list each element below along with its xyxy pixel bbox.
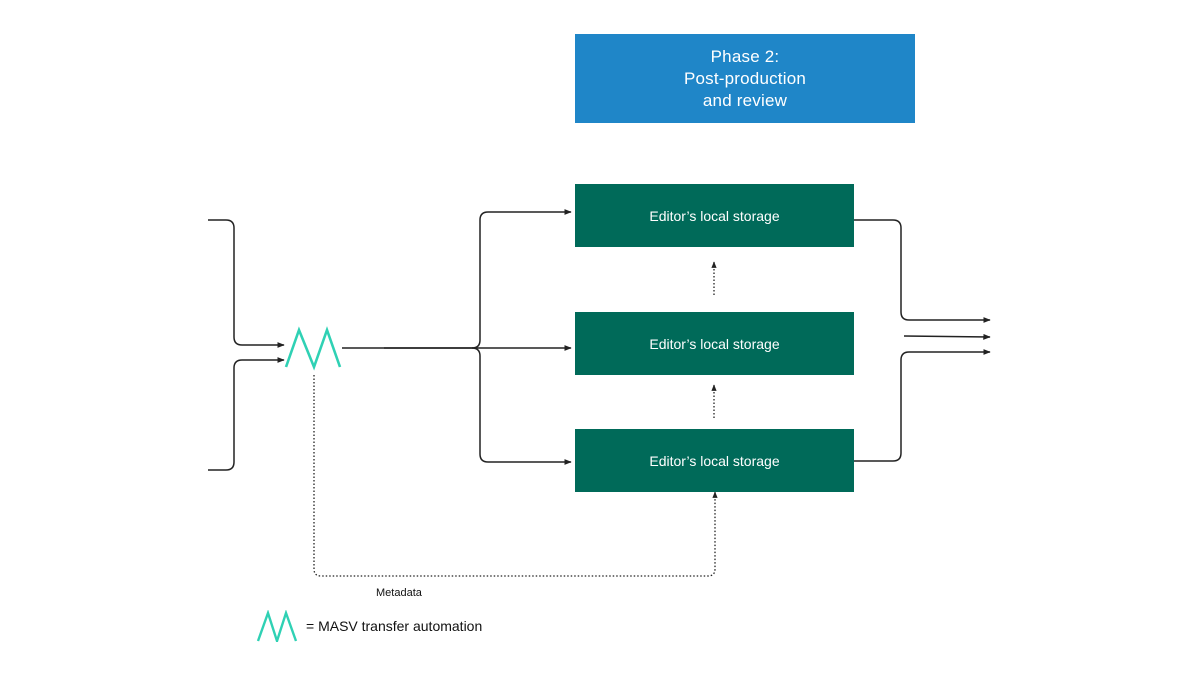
output-line-top [854, 219, 991, 323]
metadata-flow [313, 375, 718, 577]
storage-label: Editor’s local storage [649, 335, 780, 352]
legend-text: = MASV transfer automation [306, 618, 483, 634]
phase-header: Phase 2: Post-production and review [575, 34, 915, 123]
masv-logo-icon [256, 610, 298, 642]
editor-storage-bottom: Editor’s local storage [575, 429, 854, 492]
output-line-bottom [854, 349, 991, 462]
legend: = MASV transfer automation [256, 610, 482, 642]
editor-storage-top: Editor’s local storage [575, 184, 854, 247]
phase-subtitle-line2: and review [702, 90, 788, 110]
output-line-middle [903, 333, 991, 340]
flow-to-storage-bottom [471, 347, 572, 465]
storage-label: Editor’s local storage [649, 452, 780, 469]
flow-to-storage-top [384, 209, 572, 349]
input-line-bottom [208, 357, 285, 471]
input-line-top [208, 219, 285, 348]
editor-storage-middle: Editor’s local storage [575, 312, 854, 375]
phase-subtitle-line1: Post-production [683, 68, 807, 88]
storage-label: Editor’s local storage [649, 207, 780, 224]
phase-title: Phase 2: [710, 46, 780, 66]
metadata-label: Metadata [376, 587, 422, 599]
masv-transfer-icon [284, 326, 342, 371]
